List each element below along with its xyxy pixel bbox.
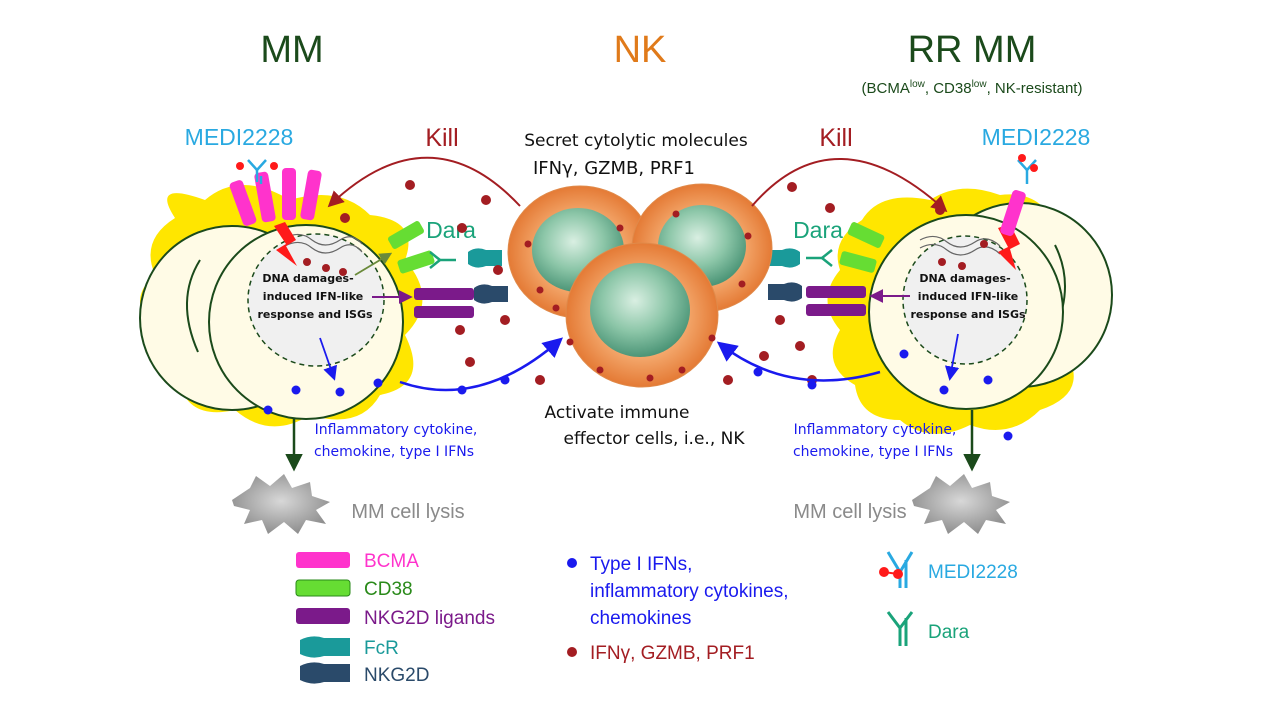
mm-cell-right: MEDI2228 Dara DNA damages- induced IFN-l… — [766, 124, 1113, 441]
secret-text-2: IFNγ, GZMB, PRF1 — [533, 158, 695, 179]
dna-damage-bolt-right — [998, 224, 1020, 270]
dna-text-right-2: induced IFN-like — [918, 290, 1018, 303]
bcma-receptors-left — [229, 168, 322, 226]
cytokine-text-right-1: Inflammatory cytokine, — [794, 422, 957, 438]
kill-label-right: Kill — [819, 124, 852, 152]
dara-antibody-right — [806, 249, 833, 267]
cd38-left-1 — [388, 221, 424, 249]
dna-text-left-3: response and ISGs — [257, 308, 373, 321]
nkg2d-ligand-left-2 — [414, 306, 474, 318]
nk-cells — [507, 183, 773, 388]
mm-cell-left: MEDI2228 Dara DNA damages- induced IFN-l… — [139, 124, 508, 427]
fcr-receptor-left — [468, 248, 502, 268]
nucleus-left — [247, 233, 385, 367]
dna-damage-bolt-left — [274, 222, 297, 266]
activate-arrow-right — [716, 341, 881, 382]
legend-cd38: CD38 — [364, 579, 413, 600]
legend-swatch-fcr — [300, 636, 350, 658]
legend-blue-dot-line1: Type I IFNs, — [590, 554, 692, 575]
legend-blue-dot-line3: chemokines — [590, 608, 691, 629]
cd38-left-2 — [397, 250, 435, 274]
cytokine-text-right-2: chemokine, type I IFNs — [793, 444, 953, 460]
nk-nucleus-3 — [590, 263, 690, 357]
dna-text-right-3: response and ISGs — [910, 308, 1026, 321]
nucleus-right — [902, 235, 1028, 365]
nkg2d-ligand-left-1 — [414, 288, 474, 300]
legend-swatch-bcma — [296, 552, 350, 568]
dara-label-left: Dara — [426, 217, 476, 243]
dara-label-right: Dara — [793, 217, 843, 243]
legend-red-dot-label: IFNγ, GZMB, PRF1 — [590, 643, 755, 664]
secret-text-1: Secret cytolytic molecules — [524, 131, 748, 151]
cd38-right-2 — [839, 251, 877, 273]
lysis-text-left: MM cell lysis — [351, 501, 464, 523]
dara-antibody-left — [429, 251, 456, 269]
legend-dara: Dara — [928, 622, 970, 643]
dna-text-left-1: DNA damages- — [262, 272, 353, 285]
activate-text-1: Activate immune — [545, 403, 690, 423]
legend-dara-icon — [886, 611, 914, 646]
lysis-blob-right — [912, 474, 1010, 534]
rrmm-subtitle: (BCMAlow, CD38low, NK-resistant) — [862, 79, 1083, 97]
medi2228-antibody-left — [247, 159, 267, 184]
nkg2d-ligand-right-2 — [806, 304, 866, 316]
kill-arrow-left — [327, 156, 521, 208]
fcr-receptor-right — [766, 248, 800, 268]
medi2228-label-left: MEDI2228 — [185, 124, 294, 150]
legend-fcr: FcR — [364, 638, 399, 659]
activate-arrow-left — [399, 337, 564, 392]
nkg2d-ligand-right-1 — [806, 286, 866, 298]
title-nk: NK — [614, 29, 667, 71]
medi2228-label-right: MEDI2228 — [982, 124, 1091, 150]
cytokine-text-left-1: Inflammatory cytokine, — [315, 422, 478, 438]
nk-granules — [524, 210, 752, 382]
lysis-text-right: MM cell lysis — [793, 501, 906, 523]
activate-text-2: effector cells, i.e., NK — [563, 429, 745, 449]
legend-blue-dot — [567, 558, 577, 568]
legend-swatch-cd38 — [295, 579, 351, 597]
medi2228-antibody-right — [1017, 159, 1037, 184]
legend: BCMA CD38 NKG2D ligands FcR NKG2D Type I… — [295, 551, 1018, 686]
dna-text-left-2: induced IFN-like — [263, 290, 363, 303]
nkg2d-receptor-right — [768, 282, 802, 302]
legend-nkg2d-ligands: NKG2D ligands — [364, 608, 495, 629]
title-mm: MM — [260, 29, 323, 71]
legend-bcma: BCMA — [364, 551, 419, 572]
legend-nkg2d: NKG2D — [364, 665, 429, 686]
title-rrmm: RR MM — [908, 29, 1037, 71]
cd38-right-1 — [847, 222, 885, 248]
legend-blue-dot-line2: inflammatory cytokines, — [590, 581, 789, 602]
nkg2d-receptor-left — [474, 284, 508, 304]
kill-label-left: Kill — [425, 124, 458, 152]
legend-medi2228: MEDI2228 — [928, 562, 1018, 583]
dna-text-right-1: DNA damages- — [919, 272, 1010, 285]
legend-swatch-nkg2d — [300, 662, 350, 684]
legend-red-dot — [567, 647, 577, 657]
cytokine-text-left-2: chemokine, type I IFNs — [314, 444, 474, 460]
bcma-receptor-right — [1000, 190, 1026, 236]
lysis-blob-left — [232, 474, 330, 534]
kill-arrow-right — [751, 158, 948, 213]
legend-swatch-nkg2d-ligands — [296, 608, 350, 624]
